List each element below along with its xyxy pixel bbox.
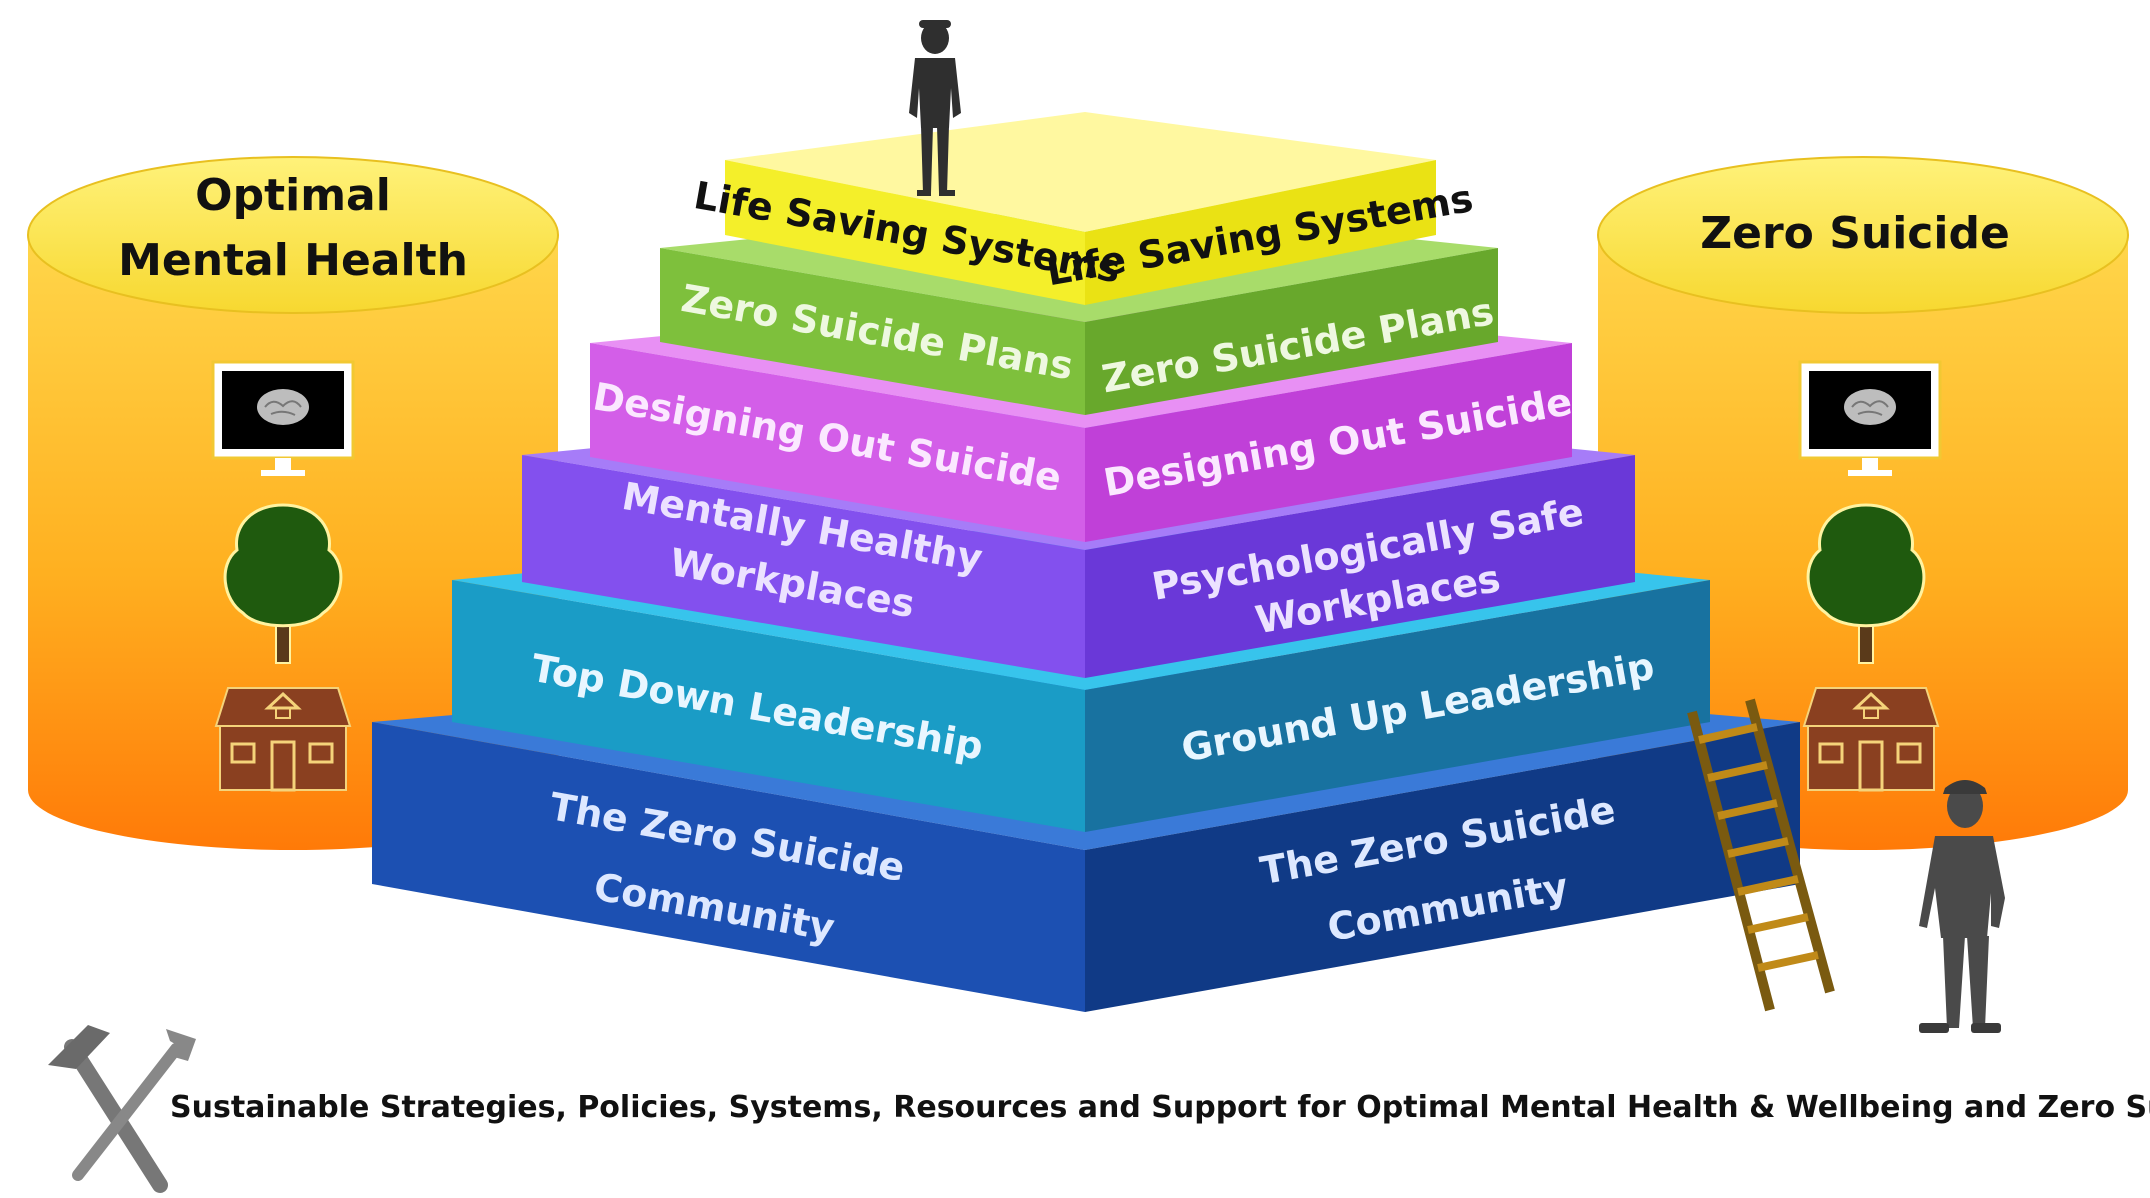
tier-3-right-face (1085, 343, 1572, 542)
pyramid: The Zero Suicide Community The Zero Suic… (372, 112, 1800, 1012)
tier-5-right-face (1085, 580, 1710, 832)
tier-6-right-face (1085, 722, 1800, 1012)
tier-4-left-face (522, 455, 1085, 678)
tree-icon (223, 503, 343, 664)
tier-1-left-face (725, 160, 1085, 305)
right-pillar-title: Zero Suicide (1700, 208, 2010, 259)
left-pillar-title-line2: Mental Health (118, 235, 468, 286)
hammer-wrench-icon (48, 1025, 196, 1193)
tier-1-right-face (1085, 160, 1436, 305)
left-pillar-cap (27, 156, 559, 314)
tier-1-top (725, 112, 1436, 232)
tree-icon (1806, 503, 1926, 664)
right-pillar: Zero Suicide (1597, 156, 2129, 850)
left-pillar-title-line1: Optimal (195, 170, 391, 221)
tier-5-left-face (452, 580, 1085, 832)
worker-silhouette-top (909, 20, 961, 196)
left-pillar: Optimal Mental Health (27, 156, 559, 850)
ladder-icon (1687, 698, 1835, 1012)
tier-4-right-face (1085, 455, 1635, 678)
monitor-brain-icon (211, 360, 355, 476)
house-icon (214, 687, 352, 792)
tier-3-left-face (590, 343, 1085, 542)
house-icon (1802, 687, 1940, 792)
tier-2-left-face (660, 248, 1085, 415)
worker-silhouette-right (1919, 780, 2005, 1033)
right-pillar-cap (1597, 156, 2129, 314)
tier-2-right-face (1085, 248, 1498, 415)
tier-6-left-face (372, 722, 1085, 1012)
monitor-brain-icon (1798, 360, 1942, 476)
caption: Sustainable Strategies, Policies, System… (170, 1090, 2150, 1125)
